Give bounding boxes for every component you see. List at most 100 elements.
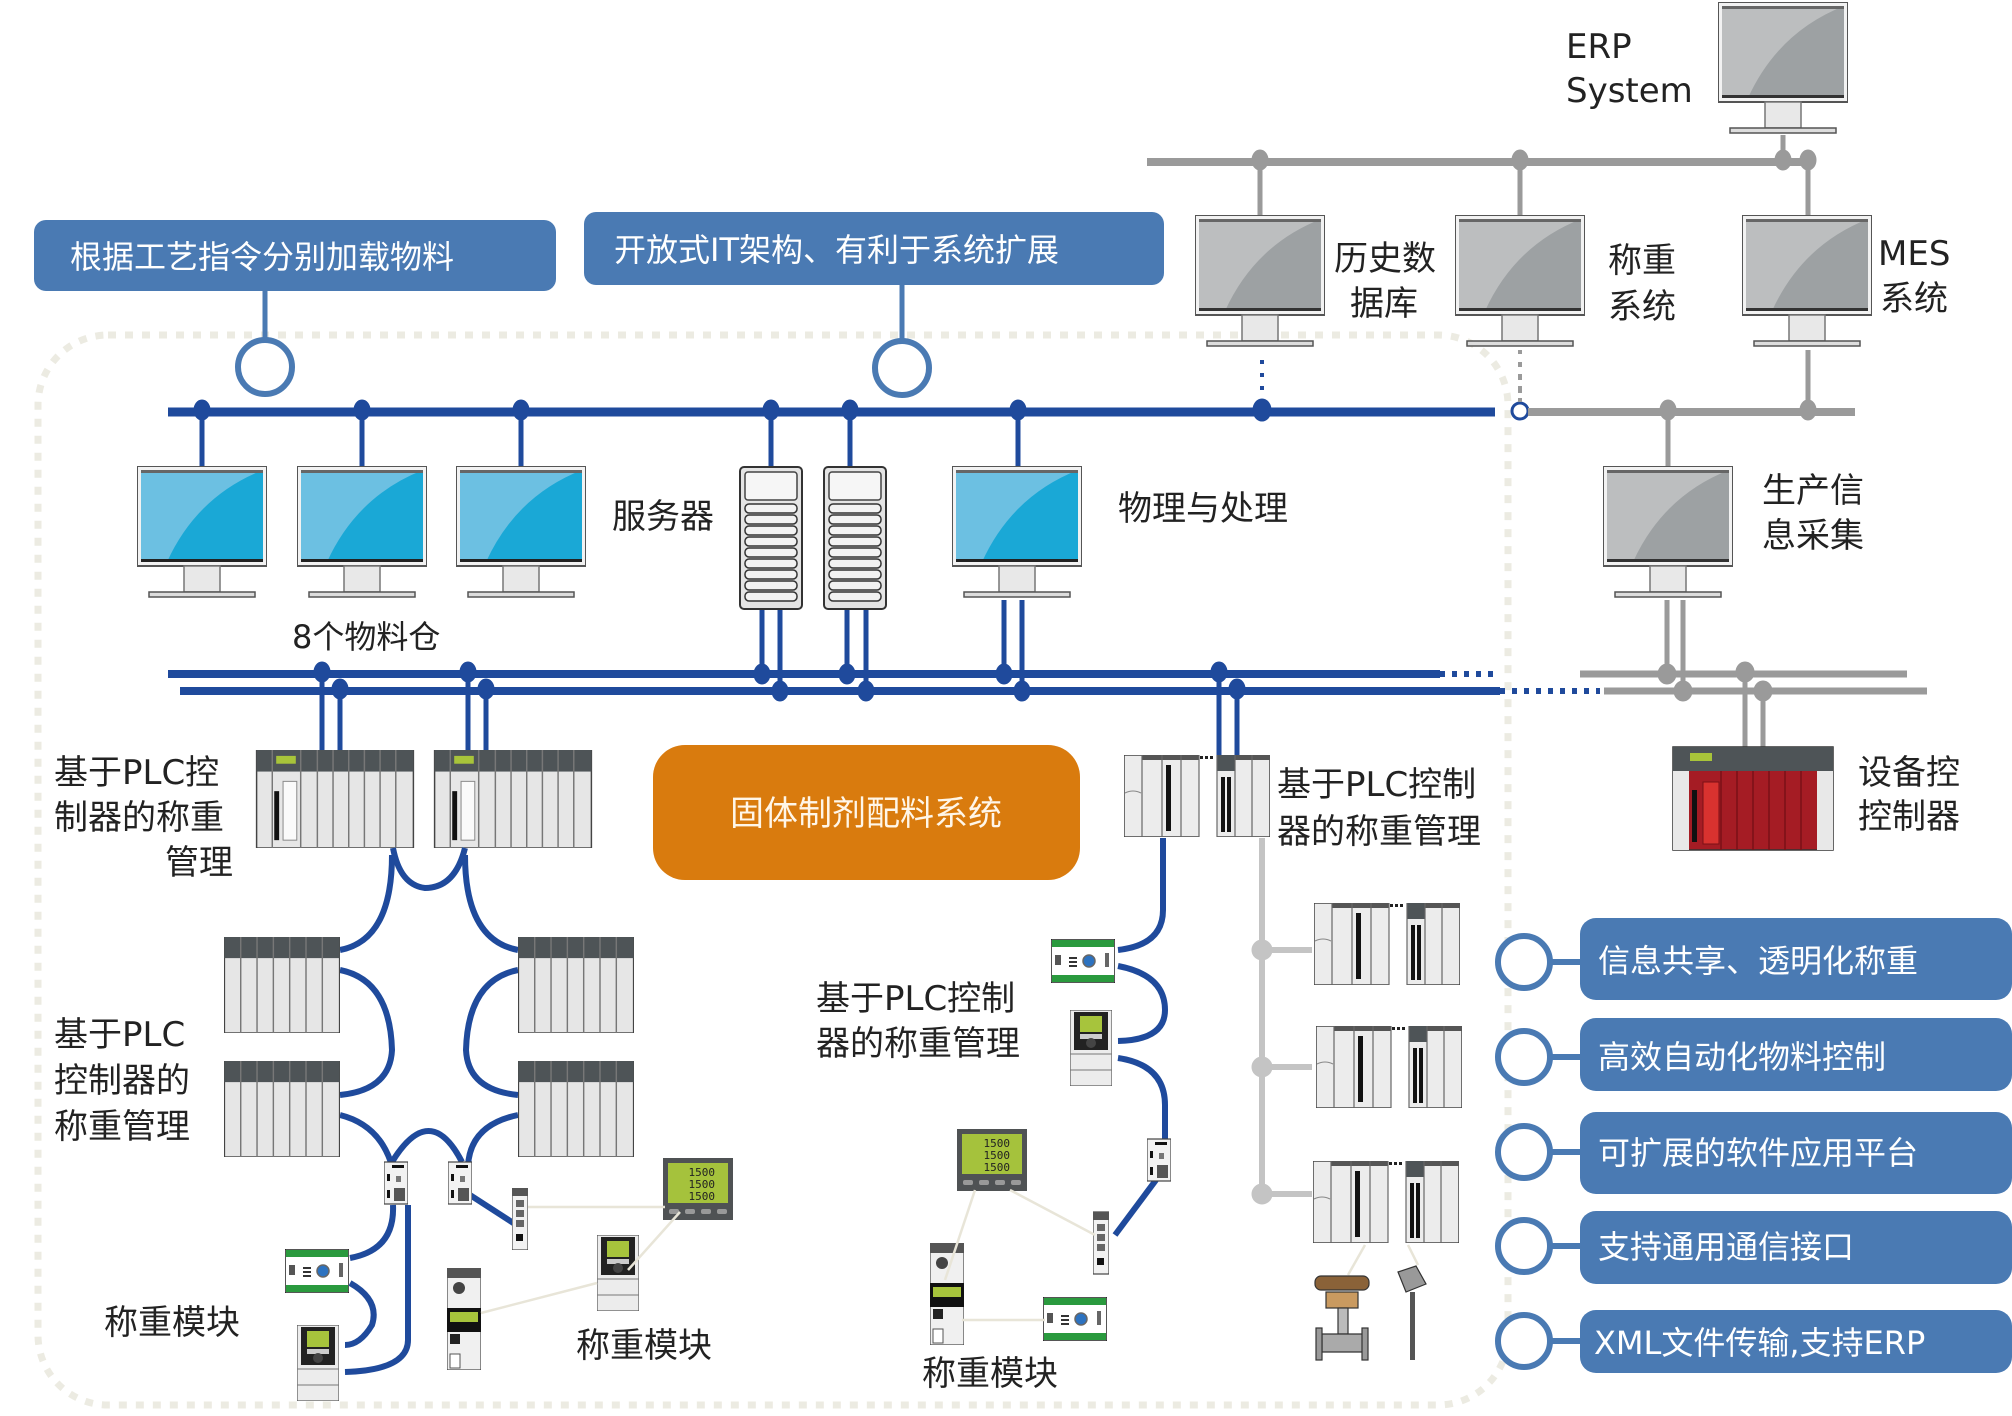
history-database-monitor-icon	[1195, 215, 1325, 347]
plc-right-label-line1: 基于PLC控制	[1277, 765, 1476, 805]
io-rack-left-b-icon	[518, 937, 634, 1033]
scale-terminal-center-left-icon	[597, 1235, 639, 1311]
control-valve-icon	[1314, 1275, 1370, 1361]
green-io-module-bottom-icon	[1043, 1297, 1107, 1341]
svg-text:1500: 1500	[984, 1137, 1011, 1150]
server-1-icon	[739, 466, 803, 610]
din-module-2-icon	[448, 1161, 472, 1205]
physics-processing-monitor-icon	[952, 466, 1082, 598]
system-title-box: 固体制剂配料系统	[653, 745, 1080, 880]
slim-module-left-icon	[512, 1188, 528, 1250]
plc-rack-left-2-icon	[433, 750, 593, 848]
fieldbus-light-lines-center	[943, 1188, 1096, 1322]
callout-material-loading: 根据工艺指令分别加载物料	[34, 220, 556, 397]
scale-terminal-center-icon	[1070, 1010, 1112, 1086]
lcd-display-center-readout: 1500 1500 1500	[984, 1137, 1011, 1174]
remote-io-rack-3-icon	[1313, 1161, 1459, 1243]
device-controller-icon	[1672, 746, 1834, 851]
motor-starter-icon	[447, 1268, 481, 1370]
plc-center-label-line2: 器的称重管理	[816, 1024, 1020, 1064]
plc-left-top-label-line1: 基于PLC控	[54, 753, 219, 793]
feature-item: XML文件传输,支持ERP	[1495, 1310, 2012, 1373]
green-io-module-center-icon	[1051, 939, 1115, 983]
weighing-system-label-line2: 系统	[1608, 287, 1676, 327]
io-rack-left-c-icon	[224, 1061, 340, 1157]
weighing-module-left-label: 称重模块	[104, 1303, 240, 1343]
control-network-bus	[168, 600, 1600, 758]
svg-text:1500: 1500	[984, 1161, 1011, 1174]
io-rack-left-a-icon	[224, 937, 340, 1033]
feature-text: XML文件传输,支持ERP	[1594, 1324, 1925, 1362]
callout-open-it: 开放式IT架构、有利于系统扩展	[584, 212, 1164, 398]
history-db-label-line1: 历史数	[1334, 239, 1436, 279]
plc-left-top-label-line2: 制器的称重	[54, 798, 224, 838]
svg-text:1500: 1500	[984, 1149, 1011, 1162]
office-network-bus	[168, 360, 1530, 467]
mes-label-line2: 系统	[1880, 279, 1948, 319]
system-boundary-frame	[34, 331, 1512, 1409]
silo-monitor-1-icon	[137, 466, 267, 598]
remote-io-rack-1-icon	[1314, 903, 1460, 985]
plc-rack-center-icon	[1124, 755, 1270, 837]
plc-left-mid-label-line3: 称重管理	[54, 1107, 190, 1147]
feature-item: 高效自动化物料控制	[1495, 1018, 2012, 1091]
feature-item: 支持通用通信接口	[1495, 1211, 2012, 1284]
svg-text:1500: 1500	[689, 1178, 716, 1191]
plc-center-label-line1: 基于PLC控制	[816, 979, 1015, 1019]
production-info-monitor-icon	[1603, 466, 1733, 598]
weighing-system-monitor-icon	[1455, 215, 1585, 347]
plc-rack-left-1-icon	[255, 750, 415, 848]
lcd-display-left-readout: 1500 1500 1500	[689, 1166, 716, 1203]
server-2-icon	[823, 466, 887, 610]
server-label: 服务器	[612, 497, 714, 537]
weighing-system-label-line1: 称重	[1608, 241, 1676, 281]
svg-text:1500: 1500	[689, 1190, 716, 1203]
feature-item: 信息共享、透明化称重	[1495, 918, 2012, 1000]
svg-text:1500: 1500	[689, 1166, 716, 1179]
erp-label-line1: ERP	[1566, 27, 1632, 67]
plc-right-label-line2: 器的称重管理	[1277, 812, 1481, 852]
history-db-label-line2: 据库	[1350, 284, 1418, 324]
temperature-sensor-icon	[1397, 1265, 1427, 1360]
physics-processing-label: 物理与处理	[1118, 489, 1288, 529]
production-info-label-line2: 息采集	[1762, 516, 1864, 556]
mes-label-line1: MES	[1878, 234, 1950, 274]
plc-left-mid-label-line2: 控制器的	[54, 1061, 190, 1101]
device-controller-label-line1: 设备控	[1858, 753, 1960, 793]
erp-label-line2: System	[1566, 71, 1693, 111]
mes-monitor-icon	[1742, 215, 1872, 347]
device-controller-label-line2: 控制器	[1858, 797, 1960, 837]
din-module-center-icon	[1147, 1138, 1171, 1182]
silo-monitor-2-icon	[297, 466, 427, 598]
feature-text: 信息共享、透明化称重	[1598, 942, 1918, 980]
callout-material-loading-text: 根据工艺指令分别加载物料	[70, 238, 454, 276]
feature-list: 信息共享、透明化称重 高效自动化物料控制 可扩展的软件应用平台 支持通用通信接口…	[1495, 918, 2012, 1373]
feature-text: 可扩展的软件应用平台	[1598, 1134, 1918, 1172]
center-weighing-cabling	[1112, 838, 1169, 1237]
callout-open-it-text: 开放式IT架构、有利于系统扩展	[614, 231, 1059, 269]
feature-item: 可扩展的软件应用平台	[1495, 1112, 2012, 1194]
production-info-label-line1: 生产信	[1762, 471, 1864, 511]
slim-module-center-icon	[1093, 1211, 1109, 1275]
io-rack-left-d-icon	[518, 1061, 634, 1157]
field-light-lines	[1346, 1244, 1420, 1276]
erp-monitor-icon	[1718, 2, 1848, 134]
remote-io-rack-2-icon	[1316, 1026, 1462, 1108]
system-title: 固体制剂配料系统	[730, 794, 1002, 834]
feature-text: 高效自动化物料控制	[1598, 1038, 1886, 1076]
feature-text: 支持通用通信接口	[1598, 1228, 1854, 1266]
plc-left-top-label-line3: 管理	[165, 843, 233, 883]
weighing-module-center-left-label: 称重模块	[576, 1326, 712, 1366]
green-io-module-left-icon	[285, 1249, 349, 1293]
weighing-module-center-label: 称重模块	[922, 1354, 1058, 1394]
din-module-1-icon	[384, 1161, 408, 1205]
plc-left-mid-label-line1: 基于PLC	[54, 1015, 185, 1055]
silos-label: 8个物料仓	[292, 618, 440, 656]
left-weighing-cabling	[339, 847, 520, 1375]
scale-terminal-left-icon	[297, 1325, 339, 1401]
fieldbus-light-lines-left	[480, 1205, 681, 1315]
motor-starter-center-icon	[930, 1243, 964, 1345]
equipment-control-bus	[1580, 600, 1927, 748]
remote-io-tree	[1251, 838, 1312, 1205]
